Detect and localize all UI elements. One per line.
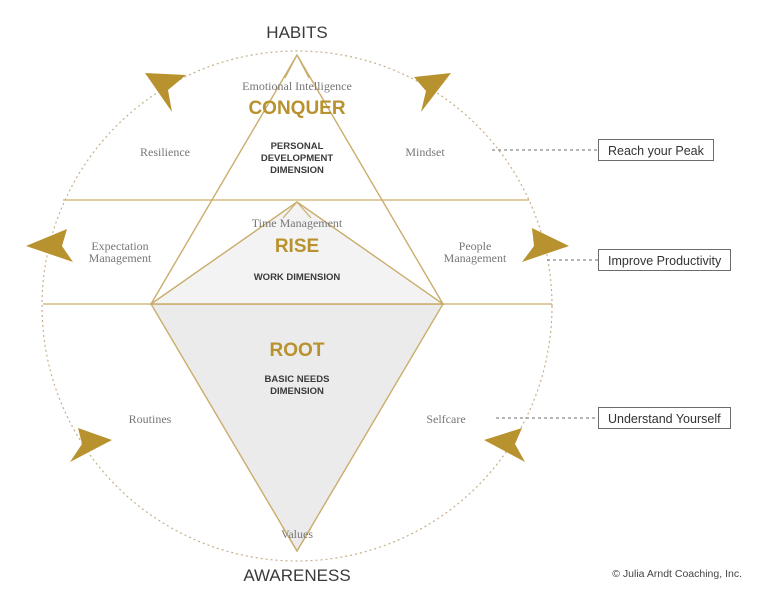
awareness-heading: AWARENESS xyxy=(243,566,350,585)
conquer-title: CONQUER xyxy=(248,98,345,119)
label-mindset: Mindset xyxy=(405,145,445,159)
arrow-mid-left-icon xyxy=(26,229,73,262)
arrow-bottom-right-icon xyxy=(484,428,525,462)
root-dimension-2: DIMENSION xyxy=(270,386,324,397)
copyright-notice: © Julia Arndt Coaching, Inc. xyxy=(612,568,742,580)
conquer-skill: Emotional Intelligence xyxy=(242,79,352,93)
label-expectation-2: Management xyxy=(89,251,152,265)
callout-reach-your-peak: Reach your Peak xyxy=(598,139,714,161)
label-routines: Routines xyxy=(129,412,172,426)
chevron-bottom-icon xyxy=(282,527,312,553)
conquer-right-side xyxy=(296,54,444,305)
conquer-dimension-2: DEVELOPMENT xyxy=(261,153,334,164)
arrow-top-right-icon xyxy=(414,73,451,112)
root-dimension-1: BASIC NEEDS xyxy=(265,374,330,385)
label-expectation-1: Expectation xyxy=(91,239,148,253)
rise-skill: Time Management xyxy=(252,216,343,230)
arrow-top-left-icon xyxy=(145,73,186,112)
chevron-top-icon xyxy=(284,53,310,79)
rise-dimension: WORK DIMENSION xyxy=(254,272,341,283)
outer-ring xyxy=(41,50,553,562)
callout-understand-yourself: Understand Yourself xyxy=(598,407,731,429)
habits-heading: HABITS xyxy=(266,23,327,42)
rise-shape xyxy=(148,201,446,305)
label-resilience: Resilience xyxy=(140,145,190,159)
label-people-2: Management xyxy=(444,251,507,265)
arrow-mid-right-icon xyxy=(522,228,569,262)
conquer-dimension-1: PERSONAL xyxy=(271,141,324,152)
rise-title: RISE xyxy=(275,236,319,257)
label-people-1: People xyxy=(459,239,492,253)
arrow-bottom-left-icon xyxy=(70,428,112,462)
root-skill: Values xyxy=(281,527,313,541)
callout-improve-productivity: Improve Productivity xyxy=(598,249,732,271)
root-title: ROOT xyxy=(270,340,325,361)
label-selfcare: Selfcare xyxy=(426,412,465,426)
conquer-left-side xyxy=(150,54,298,305)
chevron-middle-icon xyxy=(282,201,312,219)
conquer-dimension-3: DIMENSION xyxy=(270,165,324,176)
